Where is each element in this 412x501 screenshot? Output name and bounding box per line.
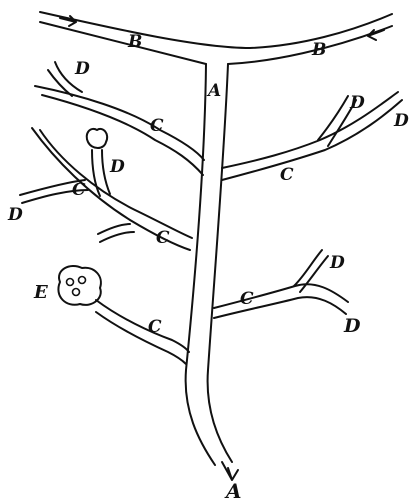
main-trunk-a — [186, 64, 232, 465]
gland-e — [58, 266, 100, 305]
label-c-4: C — [156, 228, 170, 248]
label-a-upper: A — [206, 81, 221, 101]
label-c-1: C — [150, 116, 164, 136]
label-c-3: C — [72, 180, 86, 200]
label-d-7: D — [343, 315, 361, 337]
flow-arrow-bottom-icon — [222, 462, 238, 480]
label-c-2: C — [280, 165, 294, 185]
label-d-2: D — [349, 93, 365, 113]
label-d-6: D — [329, 253, 345, 273]
label-e: E — [33, 282, 48, 303]
label-d-5: D — [7, 205, 23, 225]
label-d-4: D — [109, 157, 125, 177]
label-d-1: D — [74, 59, 90, 79]
label-b-left: B — [127, 32, 142, 52]
label-c-6: C — [148, 317, 162, 337]
small-sac — [87, 129, 107, 148]
label-c-5: C — [240, 289, 254, 309]
label-b-right: B — [311, 40, 326, 60]
label-a-lower: A — [224, 479, 242, 501]
branch-lower-left — [96, 300, 189, 364]
branch-lower-right — [214, 250, 348, 318]
top-vessel-b — [40, 12, 392, 64]
label-d-3: D — [393, 111, 409, 131]
branch-upper-right — [222, 92, 402, 180]
